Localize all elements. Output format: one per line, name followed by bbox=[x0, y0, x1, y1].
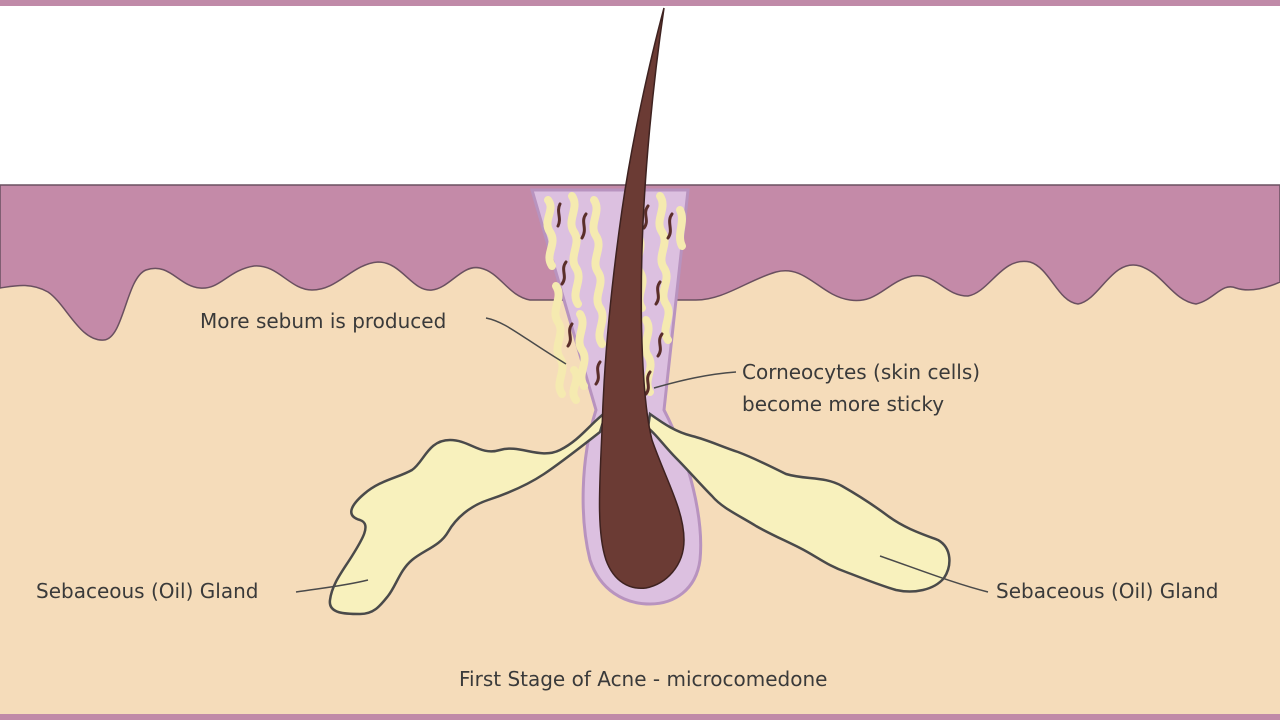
diagram-caption: First Stage of Acne - microcomedone bbox=[459, 667, 828, 691]
leader-sebum bbox=[485, 317, 567, 365]
label-sebaceous-gland-right: Sebaceous (Oil) Gland bbox=[996, 579, 1219, 603]
sebaceous-gland-left bbox=[328, 408, 609, 616]
label-corneocytes-line2: become more sticky bbox=[742, 392, 945, 416]
cell-nuclei bbox=[556, 202, 674, 396]
leader-gland-right bbox=[879, 555, 989, 593]
label-corneocytes-line1: Corneocytes (skin cells) bbox=[742, 360, 981, 384]
label-more-sebum: More sebum is produced bbox=[200, 309, 447, 333]
leader-gland-left bbox=[295, 579, 369, 593]
top-frame-bar bbox=[0, 0, 1280, 6]
label-sebaceous-gland-left: Sebaceous (Oil) Gland bbox=[36, 579, 259, 603]
bottom-frame-bar bbox=[0, 714, 1280, 720]
leader-corneocytes bbox=[653, 371, 737, 389]
leader-lines bbox=[295, 317, 989, 593]
hair-shaft bbox=[598, 7, 685, 590]
